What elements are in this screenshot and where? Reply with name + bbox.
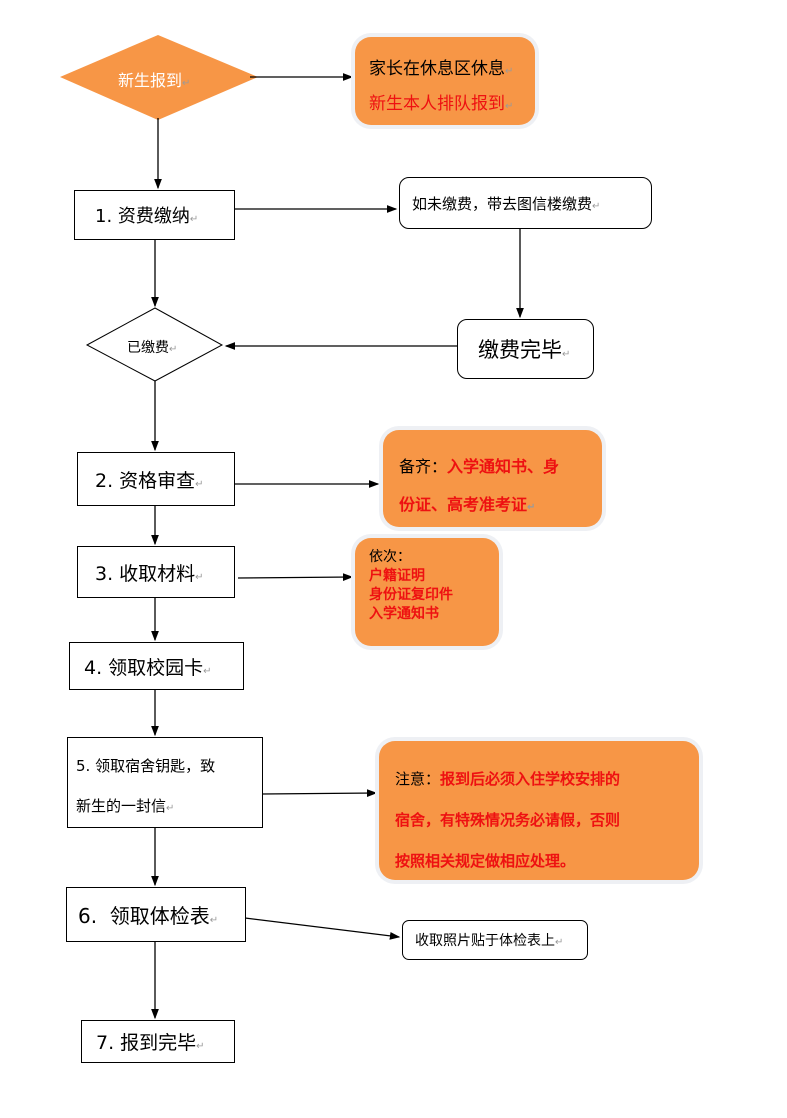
- step-1-label: 1. 资费缴纳: [95, 202, 198, 228]
- step-7-complete: 7. 报到完毕: [81, 1020, 235, 1063]
- arrow-step6-to-note: [244, 917, 401, 940]
- step-3-label: 3. 收取材料: [95, 559, 204, 586]
- step-1-fee-payment: 1. 资费缴纳: [74, 190, 235, 240]
- step-7-label: 7. 报到完毕: [96, 1028, 205, 1055]
- note-attention: 注意：报到后必须入住学校安排的 宿舍，有特殊情况务必请假，否则 按照相关规定做相…: [379, 741, 699, 880]
- note-unpaid: 如未缴费，带去图信楼缴费: [399, 177, 652, 229]
- note-attention-line3: 按照相关规定做相应处理。: [395, 852, 576, 870]
- note-photo: 收取照片贴于体检表上: [402, 920, 588, 960]
- step-5-line2: 新生的一封信: [76, 786, 262, 829]
- note-order-item: 入学通知书: [369, 606, 439, 622]
- note-order-prefix: 依次：: [369, 549, 411, 565]
- start-label: 新生报到: [118, 67, 190, 91]
- step-5-line1: 5. 领取宿舍钥匙，致: [76, 757, 216, 775]
- note-order-item: 身份证复印件: [369, 587, 453, 603]
- note-attention-prefix: 注意：: [395, 770, 441, 788]
- note-parents-line1: 家长在休息区休息: [369, 53, 535, 88]
- note-prepare-line2: 份证、高考准考证: [399, 486, 602, 527]
- note-attention-line1: 报到后必须入住学校安排的: [440, 770, 621, 788]
- note-parents: 家长在休息区休息 新生本人排队报到: [355, 37, 535, 125]
- step-2-qualification-check: 2. 资格审查: [77, 452, 235, 506]
- note-attention-line2: 宿舍，有特殊情况务必请假，否则: [395, 811, 621, 829]
- step-3-collect-materials: 3. 收取材料: [77, 546, 235, 598]
- step-5-dorm-key-letter: 5. 领取宿舍钥匙，致 新生的一封信: [67, 737, 263, 828]
- step-6-medical-form: 6. 领取体检表: [66, 887, 246, 942]
- note-prepare-line1: 入学通知书、身: [447, 457, 560, 476]
- payment-complete-label: 缴费完毕: [478, 334, 570, 364]
- payment-complete: 缴费完毕: [457, 319, 594, 379]
- note-photo-label: 收取照片贴于体检表上: [415, 930, 563, 950]
- step-4-campus-card: 4. 领取校园卡: [69, 642, 244, 690]
- step-4-label: 4. 领取校园卡: [84, 653, 212, 680]
- note-unpaid-label: 如未缴费，带去图信楼缴费: [412, 193, 600, 214]
- arrow-step3-to-note: [237, 573, 354, 581]
- step-2-label: 2. 资格审查: [95, 466, 204, 493]
- note-prepare: 备齐：入学通知书、身 份证、高考准考证: [383, 430, 602, 527]
- decision-paid-label: 已缴费: [127, 337, 177, 357]
- arrow-step5-to-note: [261, 789, 378, 797]
- note-order: 依次： 户籍证明 身份证复印件 入学通知书: [355, 538, 499, 646]
- note-order-item: 户籍证明: [369, 568, 425, 584]
- note-prepare-prefix: 备齐：: [399, 457, 448, 476]
- note-parents-line2: 新生本人排队报到: [369, 88, 535, 123]
- step-6-label: 6. 领取体检表: [78, 900, 218, 929]
